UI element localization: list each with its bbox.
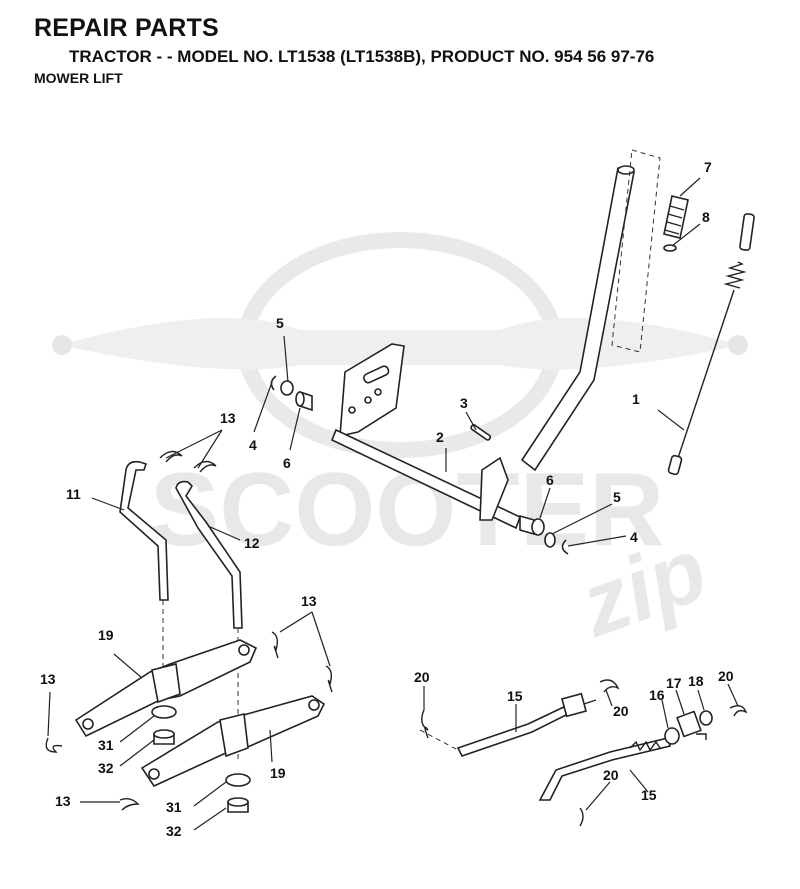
callout-31-upper: 31	[98, 737, 114, 753]
callout-16: 16	[649, 687, 665, 703]
callout-4-right: 4	[630, 529, 638, 545]
bushing-group-left	[270, 375, 313, 412]
bushing-group-right	[519, 514, 569, 555]
hairpin-clips-arms	[45, 631, 333, 811]
callout-5-right: 5	[613, 489, 621, 505]
callout-leaders	[47, 177, 739, 831]
callout-19-lower: 19	[270, 765, 286, 781]
callout-11: 11	[66, 486, 81, 502]
callout-5-left: 5	[276, 315, 284, 331]
callout-17: 17	[666, 675, 682, 691]
callout-13-right: 13	[301, 593, 317, 609]
washer-nut-lower	[225, 773, 251, 813]
adjust-hardware	[664, 710, 713, 745]
callout-13-top: 13	[220, 410, 236, 426]
watermark-dot-left	[52, 335, 72, 355]
callout-31-lower: 31	[166, 799, 182, 815]
lift-arm-lower	[140, 695, 326, 788]
callout-20-left: 20	[414, 669, 430, 685]
callout-19-upper: 19	[98, 627, 114, 643]
callout-7: 7	[704, 159, 712, 175]
washer-nut-upper	[151, 705, 177, 745]
height-adjust-rod-upper	[419, 692, 597, 757]
lift-link-rod	[667, 213, 755, 476]
callout-15-upper: 15	[507, 688, 523, 704]
lift-shaft	[330, 428, 522, 530]
callout-32-lower: 32	[166, 823, 182, 839]
lift-handle	[520, 149, 661, 472]
callout-20-mid: 20	[613, 703, 629, 719]
callout-2: 2	[436, 429, 444, 445]
height-adjust-rod-lower	[538, 737, 671, 801]
callout-6-left: 6	[283, 455, 291, 471]
callout-labels: 1 2 3 4 4 5 5 6 6 7 8 11 12 13 13 13 13 …	[40, 159, 734, 839]
callout-13-bottom: 13	[55, 793, 71, 809]
callout-6-right: 6	[546, 472, 554, 488]
callout-20-right: 20	[718, 668, 734, 684]
callout-3: 3	[460, 395, 468, 411]
callout-18: 18	[688, 673, 704, 689]
callout-12: 12	[244, 535, 260, 551]
handle-grip	[663, 195, 689, 252]
page-title: REPAIR PARTS	[34, 14, 219, 42]
callout-1: 1	[632, 391, 640, 407]
lift-arm-upper	[74, 639, 258, 738]
watermark: SCOOTER zip	[52, 232, 748, 657]
callout-13-left: 13	[40, 671, 56, 687]
hairpin-clips-rods	[421, 679, 748, 827]
callout-32-upper: 32	[98, 760, 114, 776]
watermark-dot-right	[728, 335, 748, 355]
callout-20-bottom: 20	[603, 767, 619, 783]
callout-4-left: 4	[249, 437, 257, 453]
model-subtitle: TRACTOR - - MODEL NO. LT1538 (LT1538B), …	[69, 47, 655, 66]
callout-8: 8	[702, 209, 710, 225]
section-title: MOWER LIFT	[34, 70, 123, 86]
watermark-wings	[60, 318, 740, 370]
callout-15-lower: 15	[641, 787, 657, 803]
